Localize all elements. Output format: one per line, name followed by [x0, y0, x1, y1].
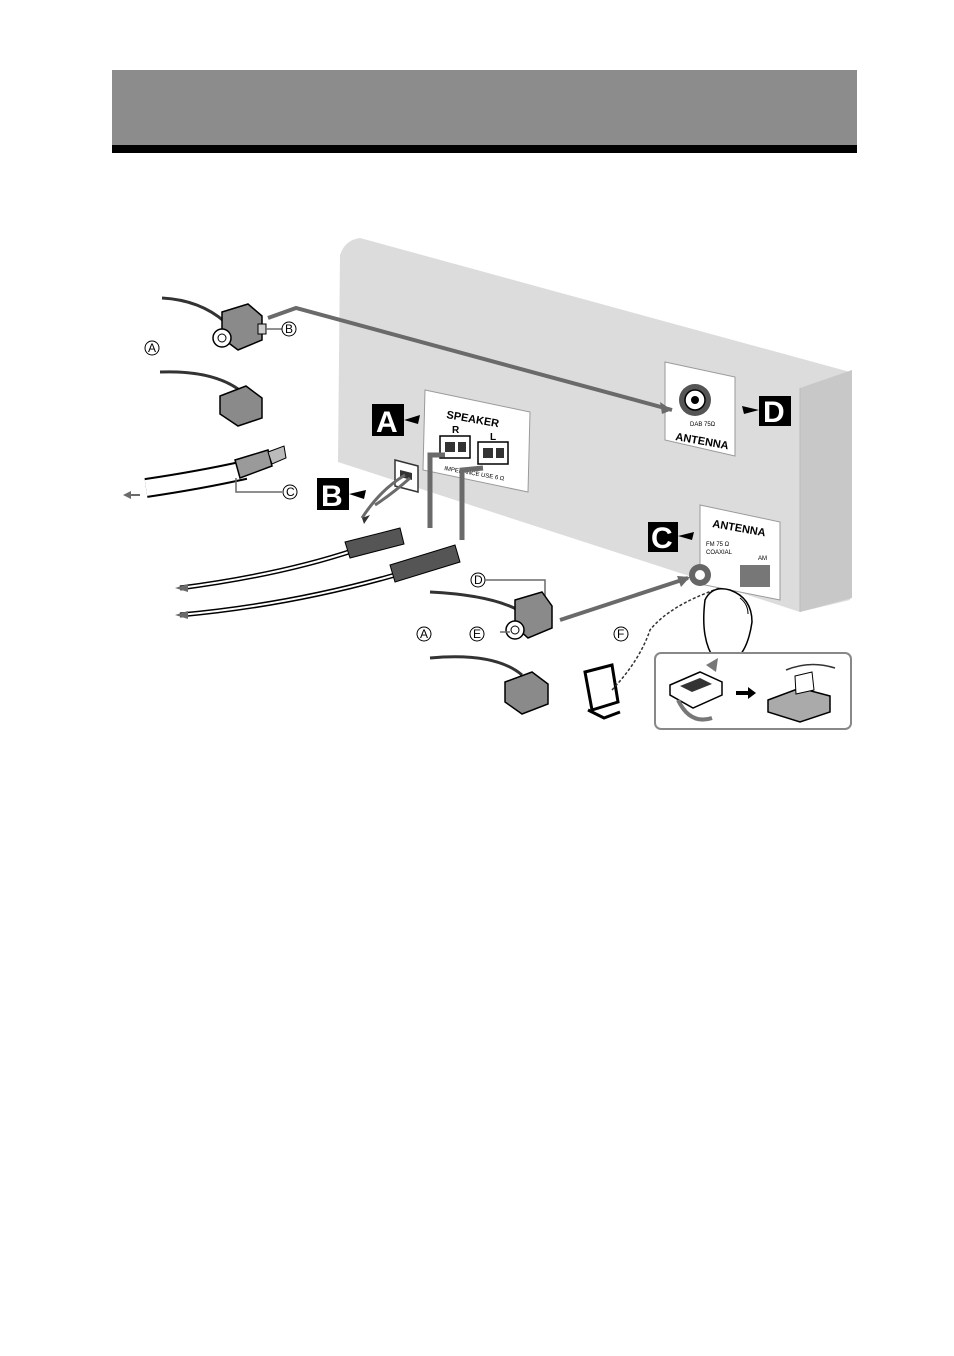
svg-text:D: D	[763, 396, 785, 429]
svg-text:A: A	[376, 406, 398, 439]
svg-text:F: F	[617, 627, 624, 641]
fm-plug	[430, 592, 552, 639]
right-angle-plug-top	[160, 372, 262, 426]
svg-text:B: B	[285, 322, 293, 336]
fm-sublabel: COAXIAL	[706, 550, 733, 556]
callout-f: F	[614, 627, 628, 641]
fm-label: FM 75 Ω	[706, 542, 730, 548]
svg-text:B: B	[321, 480, 343, 513]
am-label: AM	[758, 556, 767, 562]
dab-plug-top	[162, 298, 266, 350]
callout-e: E	[470, 627, 484, 641]
inset-instruction	[655, 653, 851, 729]
dab-jack-label: DAB 75Ω	[690, 422, 716, 428]
svg-text:C: C	[651, 522, 673, 555]
dab-antenna-panel: DAB 75Ω ANTENNA	[665, 362, 735, 456]
callout-a-top: A	[145, 341, 159, 355]
fm-connection-line	[560, 576, 690, 620]
callout-a-bottom: A	[417, 627, 431, 641]
box-label-b: B	[317, 478, 366, 513]
speaker-r-label: R	[452, 425, 460, 436]
svg-text:E: E	[473, 627, 481, 641]
svg-text:C: C	[286, 485, 295, 499]
right-angle-plug-bottom	[430, 657, 548, 714]
callout-b: B	[282, 322, 296, 336]
am-terminal[interactable]	[740, 565, 770, 587]
fm-am-antenna-panel: ANTENNA FM 75 Ω COAXIAL AM	[689, 505, 780, 600]
svg-text:A: A	[148, 341, 156, 355]
svg-text:D: D	[474, 573, 483, 587]
hand	[704, 589, 752, 660]
callout-c: C	[283, 485, 297, 499]
svg-text:A: A	[420, 627, 428, 641]
coax-cable	[123, 446, 286, 499]
callout-d: D	[471, 573, 485, 587]
